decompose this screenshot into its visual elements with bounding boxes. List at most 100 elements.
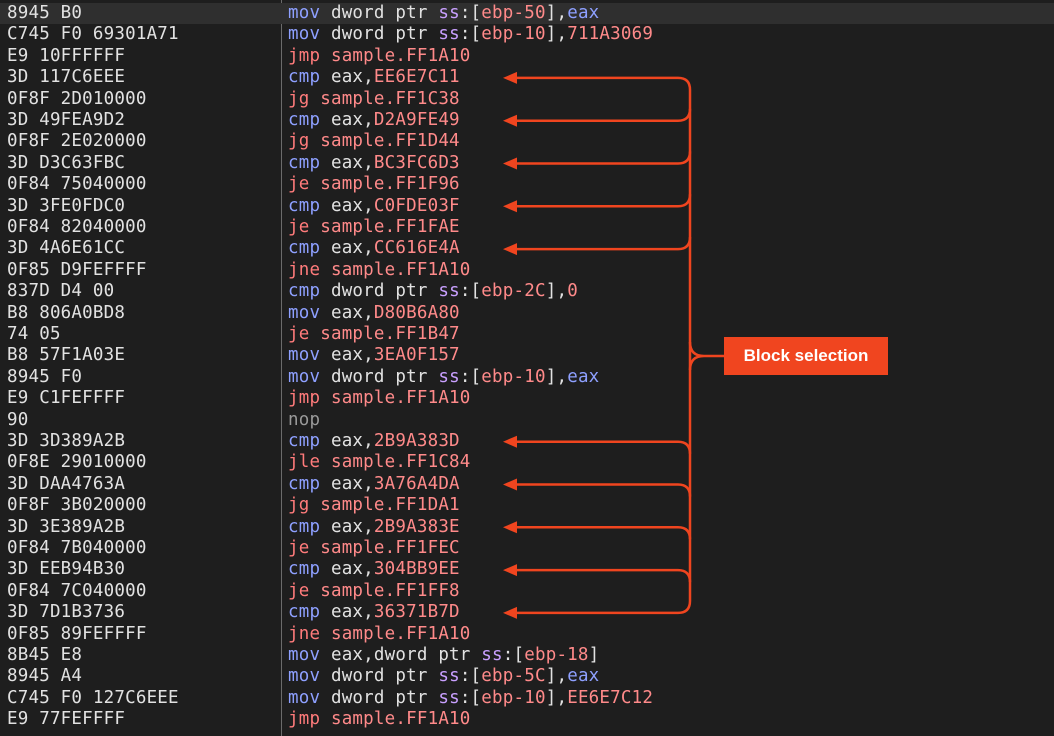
instruction-operand: :[: [459, 366, 482, 387]
instruction-row[interactable]: 8B45 E8 mov eax,dword ptr ss:[ebp-18]: [0, 645, 1054, 666]
instruction-text: jmp sample.FF1A10: [288, 388, 471, 409]
instruction-operand: eax,: [320, 67, 374, 88]
instruction-operand: eax,: [320, 473, 374, 494]
instruction-operand: ebp-10: [481, 366, 546, 387]
instruction-operand: :[: [459, 281, 482, 302]
instruction-operand: ]: [588, 645, 600, 665]
instruction-text: jle sample.FF1C84: [288, 452, 471, 473]
instruction-row[interactable]: 8945 A4 mov dword ptr ss:[ebp-5C],eax: [0, 666, 1054, 687]
instruction-operand: dword ptr: [320, 687, 439, 708]
instruction-operand: 3A76A4DA: [373, 473, 460, 494]
instruction-operand: sample.FF1F96: [309, 174, 460, 195]
instruction-operand: dword ptr: [320, 24, 439, 45]
instruction-operand: sample.FF1DA1: [309, 495, 460, 516]
instruction-mnemonic: jne: [288, 259, 321, 280]
instruction-operand: sample.FF1A10: [320, 709, 471, 730]
instruction-operand: eax,: [320, 302, 374, 323]
instruction-bytes: 3D DAA4763A: [7, 473, 126, 494]
instruction-text: mov dword ptr ss:[ebp-5C],eax: [288, 666, 599, 687]
instruction-bytes: 8945 A4: [7, 666, 83, 687]
instruction-operand: :[: [459, 687, 482, 708]
instruction-mnemonic: mov: [288, 666, 321, 687]
instruction-bytes: 3D D3C63FBC: [7, 152, 126, 173]
instruction-row[interactable]: 3D D3C63FBC cmp eax,BC3FC6D3: [0, 153, 1054, 174]
instruction-operand: sample.FF1A10: [320, 623, 471, 644]
instruction-row[interactable]: E9 10FFFFFF jmp sample.FF1A10: [0, 46, 1054, 67]
instruction-text: mov eax,D80B6A80: [288, 303, 460, 324]
instruction-text: jmp sample.FF1A10: [288, 709, 471, 730]
instruction-operand: eax,: [320, 345, 374, 366]
instruction-row[interactable]: 0F8E 29010000 jle sample.FF1C84: [0, 452, 1054, 473]
instruction-text: je sample.FF1B47: [288, 324, 460, 345]
instruction-text: mov eax,dword ptr ss:[ebp-18]: [288, 645, 599, 666]
instruction-text: je sample.FF1FAE: [288, 217, 460, 238]
instruction-bytes: 0F85 D9FEFFFF: [7, 259, 147, 280]
instruction-operand: ebp-10: [481, 24, 546, 45]
instruction-bytes: 0F8F 3B020000: [7, 495, 147, 516]
instruction-text: cmp eax,D2A9FE49: [288, 110, 460, 131]
instruction-bytes: E9 10FFFFFF: [7, 45, 126, 66]
instruction-text: jne sample.FF1A10: [288, 260, 471, 281]
instruction-text: cmp eax,3A76A4DA: [288, 474, 460, 495]
instruction-text: cmp eax,C0FDE03F: [288, 196, 460, 217]
instruction-operand: eax,: [320, 195, 374, 216]
instruction-operand: dword ptr: [320, 3, 439, 23]
instruction-operand: sample.FF1A10: [320, 259, 471, 280]
instruction-mnemonic: mov: [288, 24, 321, 45]
instruction-row[interactable]: 0F85 D9FEFFFF jne sample.FF1A10: [0, 260, 1054, 281]
instruction-text: mov dword ptr ss:[ebp-50],eax: [288, 3, 599, 24]
instruction-bytes: 8945 B0: [7, 3, 83, 23]
instruction-operand: sample.FF1C38: [309, 88, 460, 109]
column-divider[interactable]: [281, 0, 282, 736]
instruction-row[interactable]: 3D DAA4763A cmp eax,3A76A4DA: [0, 474, 1054, 495]
instruction-text: cmp eax,BC3FC6D3: [288, 153, 460, 174]
instruction-text: mov eax,3EA0F157: [288, 345, 460, 366]
instruction-operand: ebp-18: [524, 645, 589, 665]
instruction-bytes: 0F8F 2E020000: [7, 131, 147, 152]
instruction-operand: ss: [438, 366, 460, 387]
instruction-operand: sample.FF1A10: [320, 45, 471, 66]
instruction-mnemonic: jmp: [288, 45, 321, 66]
instruction-operand: eax,: [320, 110, 374, 130]
instruction-bytes: 0F8E 29010000: [7, 452, 147, 473]
instruction-operand: sample.FF1A10: [320, 388, 471, 409]
instruction-row[interactable]: 8945 B0 mov dword ptr ss:[ebp-50],eax: [0, 3, 1054, 25]
instruction-mnemonic: mov: [288, 645, 321, 665]
instruction-text: cmp dword ptr ss:[ebp-2C],0: [288, 281, 578, 302]
instruction-mnemonic: je: [288, 217, 310, 237]
instruction-operand: ],: [545, 666, 568, 687]
instruction-text: cmp eax,36371B7D: [288, 602, 460, 623]
instruction-text: cmp eax,2B9A383D: [288, 431, 460, 452]
instruction-bytes: C745 F0 127C6EEE: [7, 687, 179, 708]
instruction-mnemonic: jmp: [288, 709, 321, 730]
instruction-text: cmp eax,304BB9EE: [288, 559, 460, 580]
instruction-bytes: 8B45 E8: [7, 645, 83, 665]
